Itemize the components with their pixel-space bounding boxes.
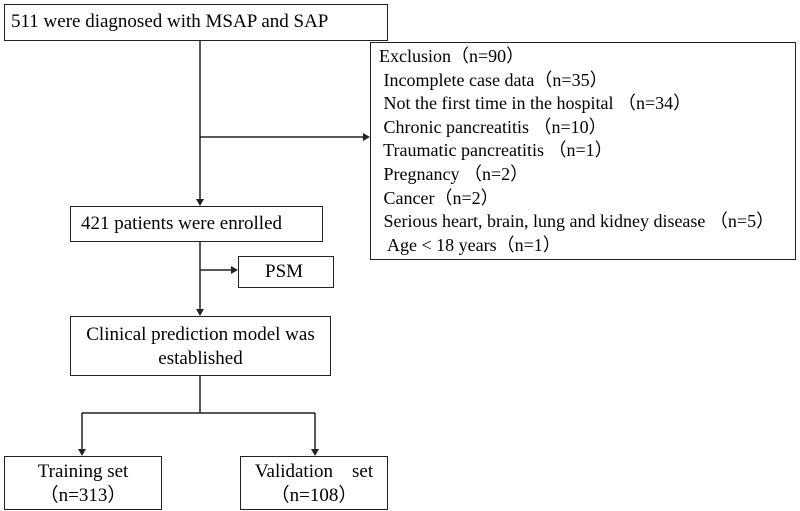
arrowhead-to-training	[78, 449, 86, 456]
diagnosed-text: 511 were diagnosed with MSAP and SAP	[11, 11, 329, 32]
exclusion-item: Age < 18 years（n=1）	[379, 234, 561, 255]
arrowhead-to-psm	[231, 266, 238, 274]
training-label: Training set	[37, 461, 129, 482]
exclusion-box: Exclusion（n=90） Incomplete case data（n=3…	[370, 42, 796, 260]
arrowhead-to-model	[196, 309, 204, 316]
enrolled-box: 421 patients were enrolled	[70, 206, 323, 242]
exclusion-item: Incomplete case data（n=35）	[379, 69, 608, 90]
model-text-line2: established	[158, 348, 243, 369]
arrowhead-to-enrolled	[196, 199, 204, 206]
psm-text: PSM	[265, 261, 304, 282]
training-count: （n=313）	[39, 485, 127, 506]
exclusion-item: Not the first time in the hospital （n=34…	[379, 93, 692, 114]
validation-count: （n=108）	[270, 485, 358, 506]
validation-set-box: Validation set （n=108）	[240, 456, 388, 510]
diagnosed-box: 511 were diagnosed with MSAP and SAP	[4, 4, 388, 41]
exclusion-title: Exclusion（n=90）	[379, 46, 525, 66]
arrowhead-to-validation	[311, 449, 319, 456]
prediction-model-box: Clinical prediction model was establishe…	[70, 316, 331, 376]
validation-label: Validation set	[254, 461, 374, 482]
exclusion-item: Pregnancy （n=2）	[379, 163, 529, 184]
exclusion-item: Chronic pancreatitis （n=10）	[379, 116, 607, 137]
arrowhead-to-exclusion	[363, 133, 370, 141]
psm-box: PSM	[238, 256, 334, 288]
training-set-box: Training set （n=313）	[4, 456, 162, 510]
exclusion-item: Cancer（n=2）	[379, 187, 499, 208]
model-text-line1: Clinical prediction model was	[86, 324, 315, 345]
exclusion-item: Traumatic pancreatitis （n=1）	[379, 140, 613, 161]
enrolled-text: 421 patients were enrolled	[81, 213, 283, 234]
exclusion-item: Serious heart, brain, lung and kidney di…	[379, 211, 775, 232]
